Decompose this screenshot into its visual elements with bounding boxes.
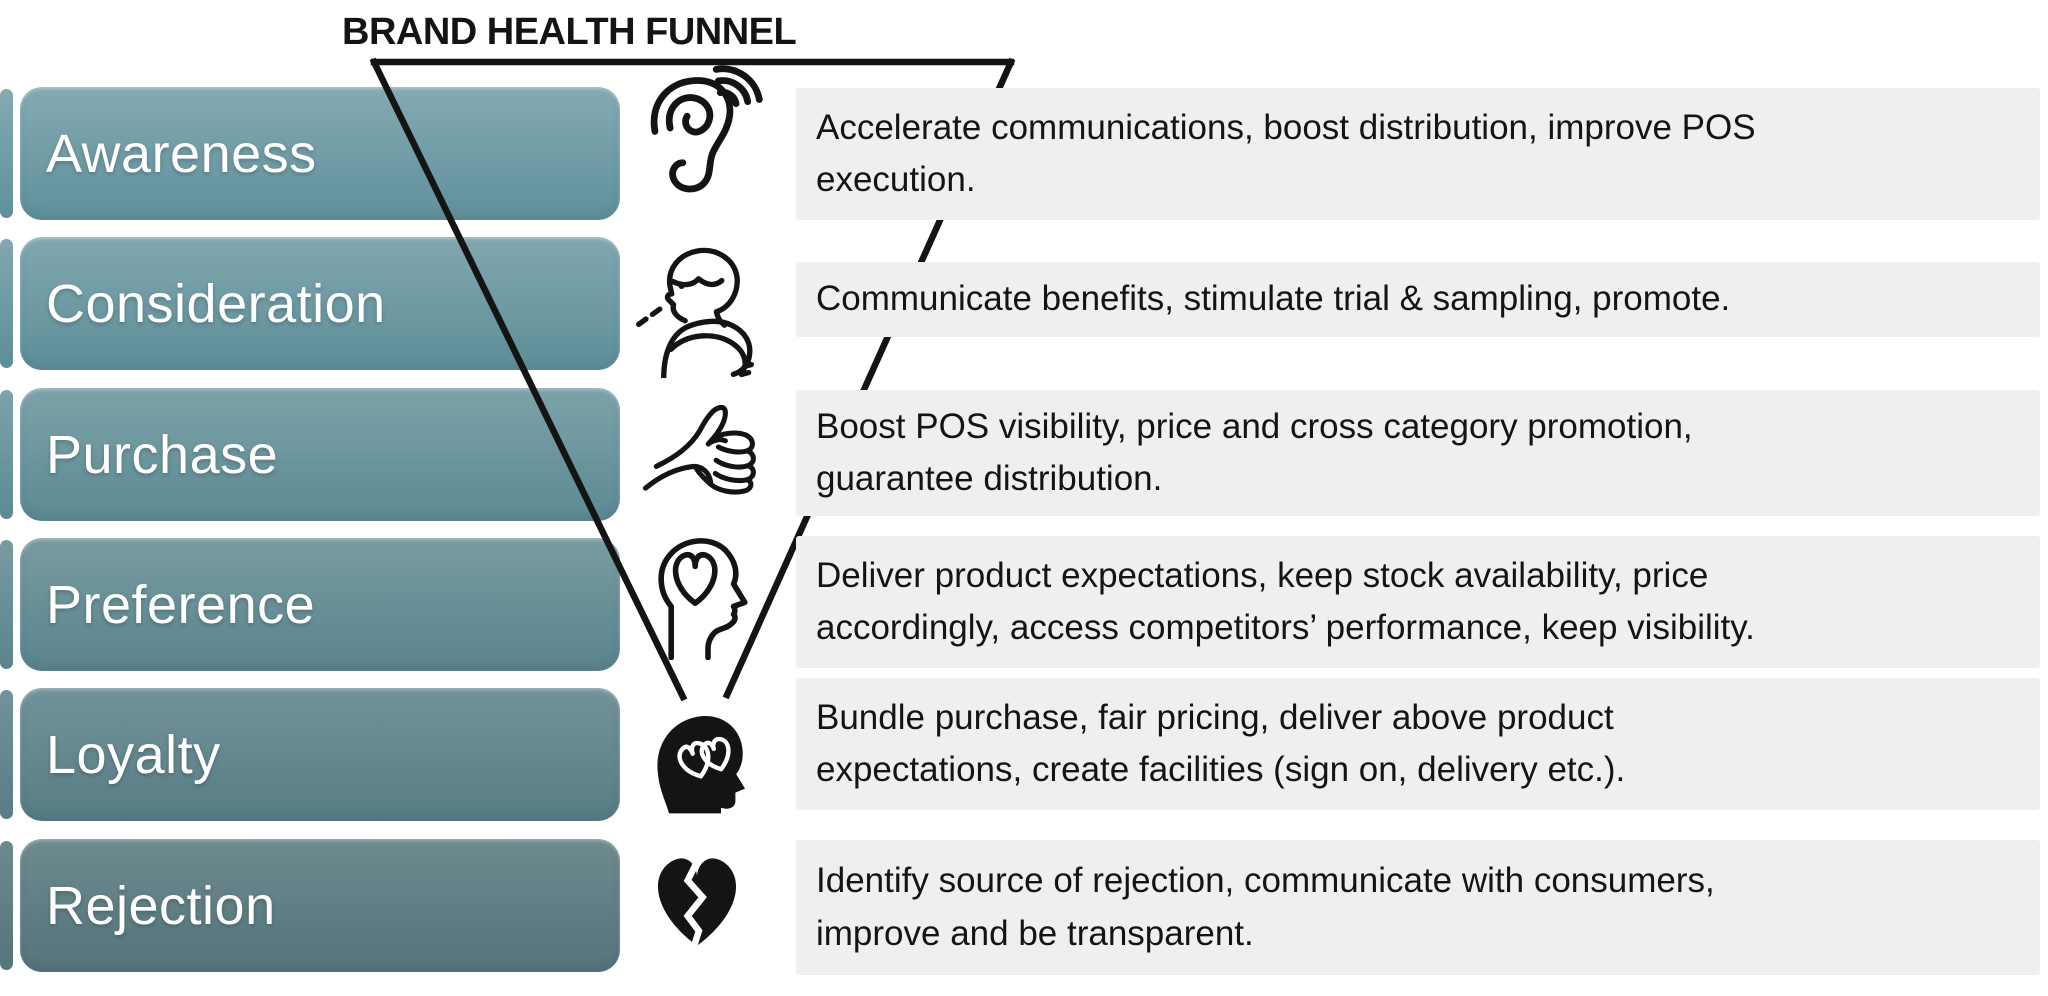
broken-heart-icon xyxy=(657,858,737,947)
stage-bar-tab-awareness xyxy=(0,89,13,218)
page-title: BRAND HEALTH FUNNEL xyxy=(342,11,797,53)
stage-bar-tab-purchase xyxy=(0,390,13,519)
icon-slot-awareness xyxy=(638,62,765,206)
stage-bar-awareness: Awareness xyxy=(20,87,620,220)
icon-slot-consideration xyxy=(628,235,762,378)
considering-person-icon xyxy=(636,247,754,378)
stage-bar-tab-loyalty xyxy=(0,690,13,819)
stage-label-rejection: Rejection xyxy=(46,875,276,936)
stage-bar-consideration: Consideration xyxy=(20,237,620,370)
stage-bar-tab-rejection xyxy=(0,841,13,970)
stage-bar-loyalty: Loyalty xyxy=(20,688,620,821)
action-box-purchase: Boost POS visibility, price and cross ca… xyxy=(796,390,2040,516)
stage-label-loyalty: Loyalty xyxy=(46,724,221,785)
stage-bar-tab-preference xyxy=(0,540,13,669)
action-text-purchase: Boost POS visibility, price and cross ca… xyxy=(816,406,1693,499)
action-text-rejection: Identify source of rejection, communicat… xyxy=(816,861,1715,953)
stage-bar-purchase: Purchase xyxy=(20,388,620,521)
stage-bar-rejection: Rejection xyxy=(20,839,620,972)
ear-listening-icon xyxy=(650,65,763,193)
icon-slot-loyalty xyxy=(645,683,749,815)
stage-bar-preference: Preference xyxy=(20,538,620,671)
stage-label-purchase: Purchase xyxy=(46,424,279,485)
heart-in-head-icon xyxy=(658,538,748,660)
action-text-awareness: Accelerate communications, boost distrib… xyxy=(816,107,1756,200)
thumbs-up-icon xyxy=(642,404,756,495)
action-box-rejection: Identify source of rejection, communicat… xyxy=(796,840,2040,975)
icon-slot-rejection xyxy=(641,845,753,952)
action-box-loyalty: Bundle purchase, fair pricing, deliver a… xyxy=(796,678,2040,810)
action-text-consideration: Communicate benefits, stimulate trial & … xyxy=(816,279,1731,319)
stage-label-consideration: Consideration xyxy=(46,273,386,334)
action-box-consideration: Communicate benefits, stimulate trial & … xyxy=(796,262,2040,337)
icon-slot-preference xyxy=(644,528,748,660)
stage-label-awareness: Awareness xyxy=(46,123,317,184)
action-text-loyalty: Bundle purchase, fair pricing, deliver a… xyxy=(816,697,1626,790)
stage-bar-tab-consideration xyxy=(0,239,13,368)
funnel-left-line xyxy=(369,57,688,702)
loyal-mind-icon xyxy=(657,715,745,814)
action-box-awareness: Accelerate communications, boost distrib… xyxy=(796,88,2040,220)
stage-label-preference: Preference xyxy=(46,574,316,635)
action-text-preference: Deliver product expectations, keep stock… xyxy=(816,555,1755,648)
action-box-preference: Deliver product expectations, keep stock… xyxy=(796,536,2040,668)
icon-slot-purchase xyxy=(633,395,765,504)
